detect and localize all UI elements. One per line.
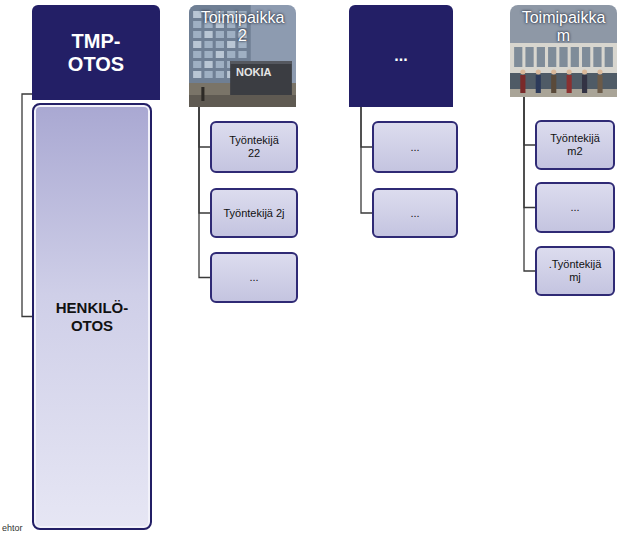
node-text: ... xyxy=(394,47,407,65)
node-text: ... xyxy=(410,207,419,220)
tree-connector xyxy=(524,97,535,208)
tree-connector xyxy=(199,107,210,147)
employee-box: Työntekijä m2 xyxy=(535,120,615,170)
sample-panel: HENKILÖ- OTOS xyxy=(32,103,152,530)
site-photo-box: Toimipaikka m xyxy=(510,5,617,97)
employee-box: Työntekijä 22 xyxy=(210,121,298,173)
tree-connector xyxy=(361,107,372,213)
employee-box: ... xyxy=(372,188,458,238)
employee-box: ... xyxy=(210,252,298,303)
node-text: Toimipaikka 2 xyxy=(195,9,290,46)
node-text: Toimipaikka m xyxy=(516,9,611,46)
node-text: Työntekijä m2 xyxy=(544,132,606,157)
employee-box: Työntekijä 2j xyxy=(210,188,298,238)
node-text: TMP- OTOS xyxy=(61,30,131,76)
node-text: Työntekijä 22 xyxy=(223,134,285,159)
employee-box: ... xyxy=(535,182,615,233)
tree-connector xyxy=(22,94,32,317)
tree-connector xyxy=(199,107,210,278)
site-box: ... xyxy=(349,5,453,107)
sample-header-box: TMP- OTOS xyxy=(32,5,160,100)
footer-text: ehtor xyxy=(2,523,23,533)
tree-connector xyxy=(524,97,535,145)
node-text: ... xyxy=(249,271,258,284)
node-text: ... xyxy=(410,141,419,154)
employee-box: .Työntekijä mj xyxy=(535,246,615,296)
node-text: Työntekijä 2j xyxy=(223,207,284,220)
tree-connector xyxy=(361,107,372,147)
tree-connector xyxy=(199,107,210,213)
node-text: .Työntekijä mj xyxy=(544,258,606,283)
site-photo-box: Toimipaikka 2 xyxy=(189,5,296,107)
node-text: ... xyxy=(570,201,579,214)
tree-connector xyxy=(524,97,535,271)
employee-box: ... xyxy=(372,121,458,173)
node-text: HENKILÖ- OTOS xyxy=(42,299,142,334)
